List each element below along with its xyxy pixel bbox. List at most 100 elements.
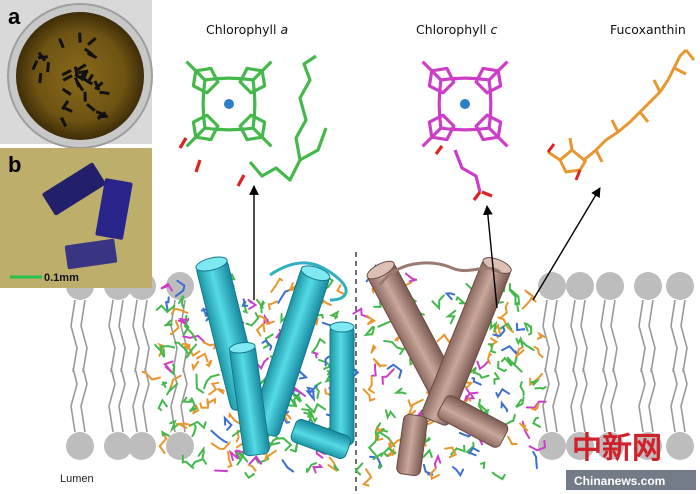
pigment-stick	[370, 344, 377, 354]
pigment-stick	[208, 381, 220, 396]
pigment-stick	[422, 448, 434, 459]
crystal	[73, 66, 79, 77]
pigment-stick	[245, 312, 260, 327]
lipid-head	[566, 432, 594, 460]
pigment-stick	[501, 344, 518, 355]
pigment-stick	[264, 449, 277, 461]
pigment-stick	[377, 319, 394, 328]
lipid-tail	[648, 299, 656, 373]
pigment-stick	[157, 398, 168, 411]
pigment-stick	[228, 449, 240, 461]
pigment-stick	[241, 298, 249, 307]
pigment-stick	[161, 381, 168, 388]
chinanews-watermark: 中新网 Chinanews.com	[566, 431, 696, 490]
pigment-stick	[141, 370, 161, 381]
pigment-stick	[367, 375, 375, 394]
lipid-tail	[552, 367, 560, 433]
pigment-stick	[318, 358, 333, 370]
helix-cylinder	[437, 395, 509, 448]
pigment-stick	[248, 455, 263, 466]
crystal	[78, 32, 82, 43]
pigment-stick	[248, 464, 257, 472]
pigment-stick	[154, 343, 166, 358]
pigment-stick	[375, 428, 389, 436]
crystal	[31, 59, 39, 71]
lipid-head	[166, 432, 194, 460]
pigment-stick	[292, 386, 306, 397]
panel-a-culture-dish: a	[0, 0, 153, 149]
magnesium-atom	[224, 99, 234, 109]
crystal	[73, 76, 81, 88]
pigment-stick	[489, 320, 498, 333]
pigment-stick	[214, 469, 229, 473]
lipid-tail	[680, 367, 688, 433]
pigment-stick	[495, 387, 511, 399]
pigment-stick	[333, 464, 340, 472]
pigment-stick	[518, 422, 529, 432]
pigment-stick	[531, 403, 540, 411]
lipid-tail	[610, 367, 618, 433]
lipid-tail	[70, 299, 78, 373]
pigment-stick	[181, 454, 195, 469]
pigment-stick	[525, 400, 547, 409]
pigment-stick	[381, 368, 395, 385]
pigment-stick	[173, 341, 190, 355]
pigment-stick	[431, 294, 445, 311]
pigment-stick	[181, 343, 191, 353]
pigment-stick	[175, 422, 191, 429]
pigment-stick	[235, 451, 243, 466]
pigment-stick	[305, 462, 317, 473]
protein-right-brown	[352, 257, 547, 487]
pigment-stick	[378, 463, 383, 470]
pigment-stick	[311, 351, 319, 359]
lipid-head	[596, 272, 624, 300]
pigment-stick	[168, 374, 182, 392]
pigment-stick	[407, 398, 424, 408]
pigment-stick	[289, 443, 299, 453]
lumen-label: Lumen	[60, 473, 94, 485]
lipid-tail	[542, 367, 550, 433]
helix-cylinder	[396, 413, 428, 477]
crystal	[86, 103, 96, 112]
crystal	[62, 74, 73, 82]
pigment-stick	[244, 472, 256, 479]
pigment-stick	[444, 309, 457, 325]
pigment-stick	[455, 295, 468, 305]
lipid-head	[66, 432, 94, 460]
pigment-stick	[508, 283, 518, 299]
lipid-tail	[80, 299, 88, 373]
pigment-stick	[313, 381, 322, 400]
pigment-stick	[386, 363, 403, 379]
pigment-stick	[261, 339, 273, 351]
lipid-tail	[638, 367, 646, 433]
pigment-stick	[306, 384, 318, 395]
pigment-stick	[274, 437, 293, 452]
lipid-tail	[552, 299, 560, 373]
pigment-stick	[247, 298, 258, 310]
pigment-stick	[480, 461, 486, 469]
pigment-stick	[227, 450, 233, 468]
lipid-tail	[132, 299, 140, 373]
pigment-stick	[532, 451, 538, 470]
pigment-stick	[530, 378, 541, 387]
pigment-stick	[160, 282, 173, 292]
lipid-tail	[600, 367, 608, 433]
lipid-tail	[670, 299, 678, 373]
lipid-bilayer	[66, 272, 694, 460]
crystal	[37, 51, 47, 62]
pigment-stick	[444, 446, 458, 459]
pigment-stick	[155, 304, 176, 314]
pigment-stick	[528, 440, 547, 452]
lipid-tail	[142, 299, 150, 373]
pigment-stick	[169, 419, 180, 433]
pigment-stick	[195, 373, 205, 394]
pigment-stick	[476, 360, 489, 371]
crystal	[78, 70, 88, 80]
lipid-tail	[118, 299, 126, 373]
helix-cylinder	[366, 260, 462, 407]
pigment-stick	[499, 322, 513, 330]
pigment-stick	[405, 272, 418, 283]
lipid-tail	[108, 299, 116, 373]
pigment-stick	[210, 441, 231, 451]
